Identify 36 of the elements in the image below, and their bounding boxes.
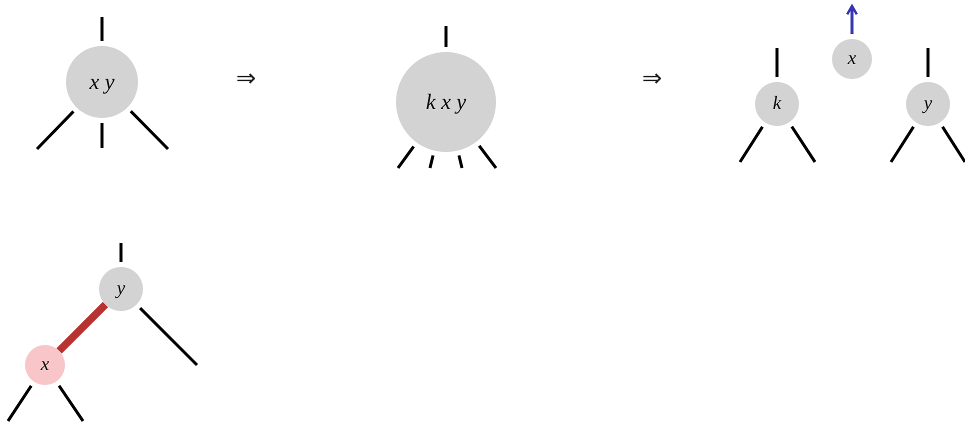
tree-edge-line [100,123,104,148]
tree-edge-line [6,385,32,422]
tree-edge-line [428,155,434,168]
tree-edge-line [790,126,816,163]
tree-node-circle [99,267,143,311]
tree-edge-line [444,26,448,47]
tree-edge-line [120,243,122,262]
node-key-text: k [772,93,782,115]
tree-edge-line [58,384,84,422]
tree-edge-line [738,126,764,163]
node-key-text: k x y [426,89,466,115]
implies-symbol: ⇒ [236,64,256,92]
tree-node-circle [832,39,872,79]
node-key-text: x [848,48,856,70]
tree-edge-line [130,110,170,150]
tree-edge-line [56,302,108,354]
tree-edge-line [890,126,915,163]
tree-edge-line [926,48,930,77]
tree-edge-line [941,126,965,163]
tree-edge-line [100,17,104,41]
arrow [846,4,858,34]
node-key-text: x y [89,69,115,95]
tree-edge-line [478,144,498,169]
tree-node-circle [755,82,799,126]
node-key-text: x [40,354,50,376]
tree-edge-line [396,146,415,169]
node-key-text: y [116,278,126,300]
tree-edge-line [776,48,778,77]
node-key-text: y [924,93,932,115]
tree-node-circle [906,82,950,126]
tree-edge-line [36,110,75,150]
tree-node-circle [66,46,138,118]
implies-symbol: ⇒ [642,64,662,92]
tree-node-circle [25,345,65,385]
tree-edge-line [458,155,464,168]
tree-edge-line [139,307,198,366]
